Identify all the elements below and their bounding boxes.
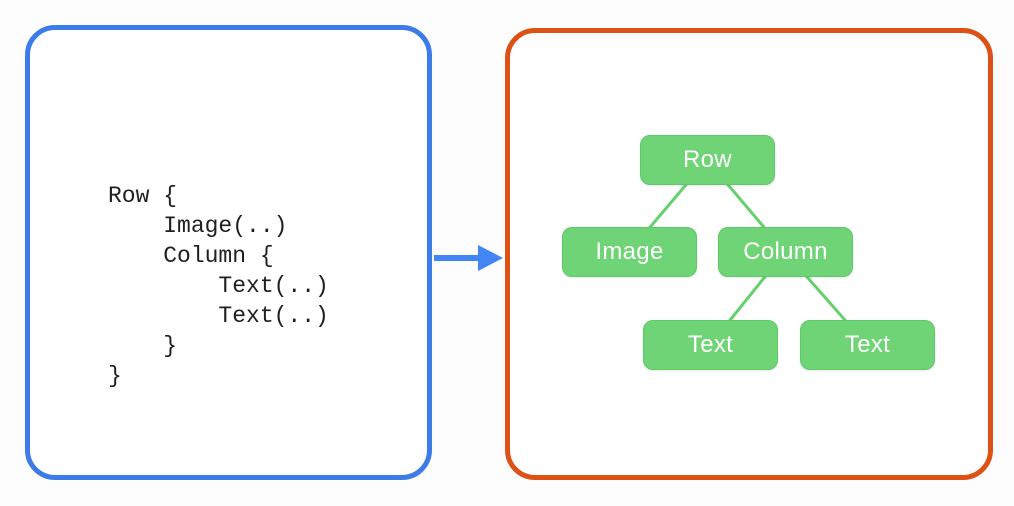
tree-node-text-1: Text: [643, 320, 778, 370]
tree-node-row: Row: [640, 135, 775, 185]
code-line: Image(..): [108, 213, 288, 239]
code-line: Text(..): [108, 303, 329, 329]
code-panel: Row { Image(..) Column { Text(..) Text(.…: [25, 25, 432, 480]
tree-node-column: Column: [718, 227, 853, 277]
tree-node-image: Image: [562, 227, 697, 277]
tree-node-text-2: Text: [800, 320, 935, 370]
code-block: Row { Image(..) Column { Text(..) Text(.…: [108, 181, 329, 391]
code-line: Text(..): [108, 273, 329, 299]
code-line: Row {: [108, 183, 178, 209]
code-line: }: [108, 363, 122, 389]
code-line: }: [108, 333, 178, 359]
arrow-head: [478, 245, 503, 271]
code-line: Column {: [108, 243, 274, 269]
